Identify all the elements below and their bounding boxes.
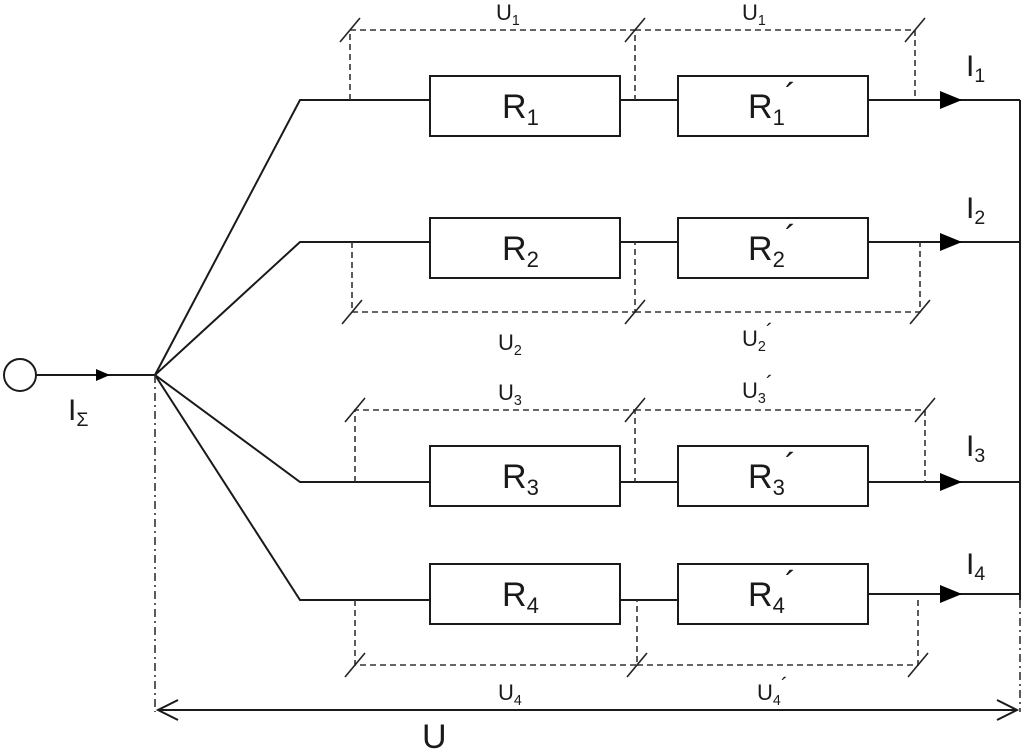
voltage-label-u3: U3 (498, 380, 522, 409)
resistor-r2 (429, 217, 621, 279)
fan-wire-2 (154, 241, 430, 376)
voltage-label-u1: U1 (496, 0, 520, 29)
bracket-tick (341, 299, 363, 325)
resistor-r1 (429, 75, 621, 137)
fan-wire-3 (154, 374, 430, 483)
fan-wire-1 (154, 99, 430, 376)
resistor-r4 (429, 563, 621, 625)
input-current-arrow (96, 369, 110, 381)
branch-1: R1 R1´ I1 U1 U1´ (339, 0, 1020, 137)
current-label-3: I3 (966, 430, 985, 467)
voltage-label-u2: U2 (498, 330, 522, 359)
voltage-label-u3-prime: U3´ (742, 371, 773, 407)
source-node-circle (3, 358, 37, 392)
total-current-label: IΣ (68, 394, 88, 431)
current-arrow-2 (940, 233, 962, 251)
fan-wire-4 (154, 374, 430, 601)
current-arrow-1 (940, 91, 962, 109)
voltage-label-u4: U4 (498, 680, 522, 709)
current-label-4: I4 (966, 548, 985, 585)
voltage-bracket-u2 (351, 242, 636, 313)
resistor-r4-prime (677, 563, 869, 625)
resistor-r3-prime (677, 445, 869, 507)
current-label-1: I1 (966, 50, 985, 87)
voltage-label-u4-prime: U4´ (757, 673, 788, 709)
bracket-tick (339, 17, 361, 43)
resistor-r2-prime-label: R2´ (748, 219, 796, 272)
voltage-bracket-u1 (349, 29, 636, 100)
bracket-tick (907, 652, 929, 678)
resistor-r3-label: R3 (502, 458, 539, 500)
resistor-r2-label: R2 (502, 230, 539, 272)
resistor-r2-prime (677, 217, 869, 279)
voltage-bracket-u3 (354, 409, 636, 482)
bracket-tick (624, 299, 646, 325)
total-voltage-arrowhead-right (996, 699, 1020, 721)
voltage-bracket-u4 (354, 600, 638, 666)
bracket-tick (624, 17, 646, 43)
branch-3: R3 R3´ I3 U3 U3´ (344, 371, 1020, 507)
voltage-label-u2-prime: U2´ (742, 319, 773, 355)
voltage-label-u1-prime: U1´ (742, 0, 773, 29)
resistor-r3-prime-label: R3´ (748, 447, 796, 500)
resistor-r3 (429, 445, 621, 507)
total-voltage-arrowhead-left (155, 699, 179, 721)
bracket-tick (344, 397, 366, 423)
current-arrow-4 (940, 585, 962, 603)
bracket-tick (344, 652, 366, 678)
bracket-tick (904, 17, 926, 43)
resistor-r4-label: R4 (502, 576, 539, 618)
resistor-r4-prime-label: R4´ (748, 565, 796, 618)
total-voltage-label: U (422, 718, 447, 755)
bracket-tick (626, 652, 648, 678)
resistor-r1-prime-label: R1´ (748, 77, 796, 130)
branch-2: R2 R2´ I2 U2 U2´ (341, 192, 1020, 359)
resistor-r1-label: R1 (502, 88, 539, 130)
current-arrow-3 (940, 473, 962, 491)
bracket-tick (909, 299, 931, 325)
bracket-tick (914, 397, 936, 423)
bracket-tick (624, 397, 646, 423)
resistor-r1-prime (677, 75, 869, 137)
branch-4: R4 R4´ I4 U4 U4´ (344, 548, 1020, 709)
current-label-2: I2 (966, 192, 985, 229)
